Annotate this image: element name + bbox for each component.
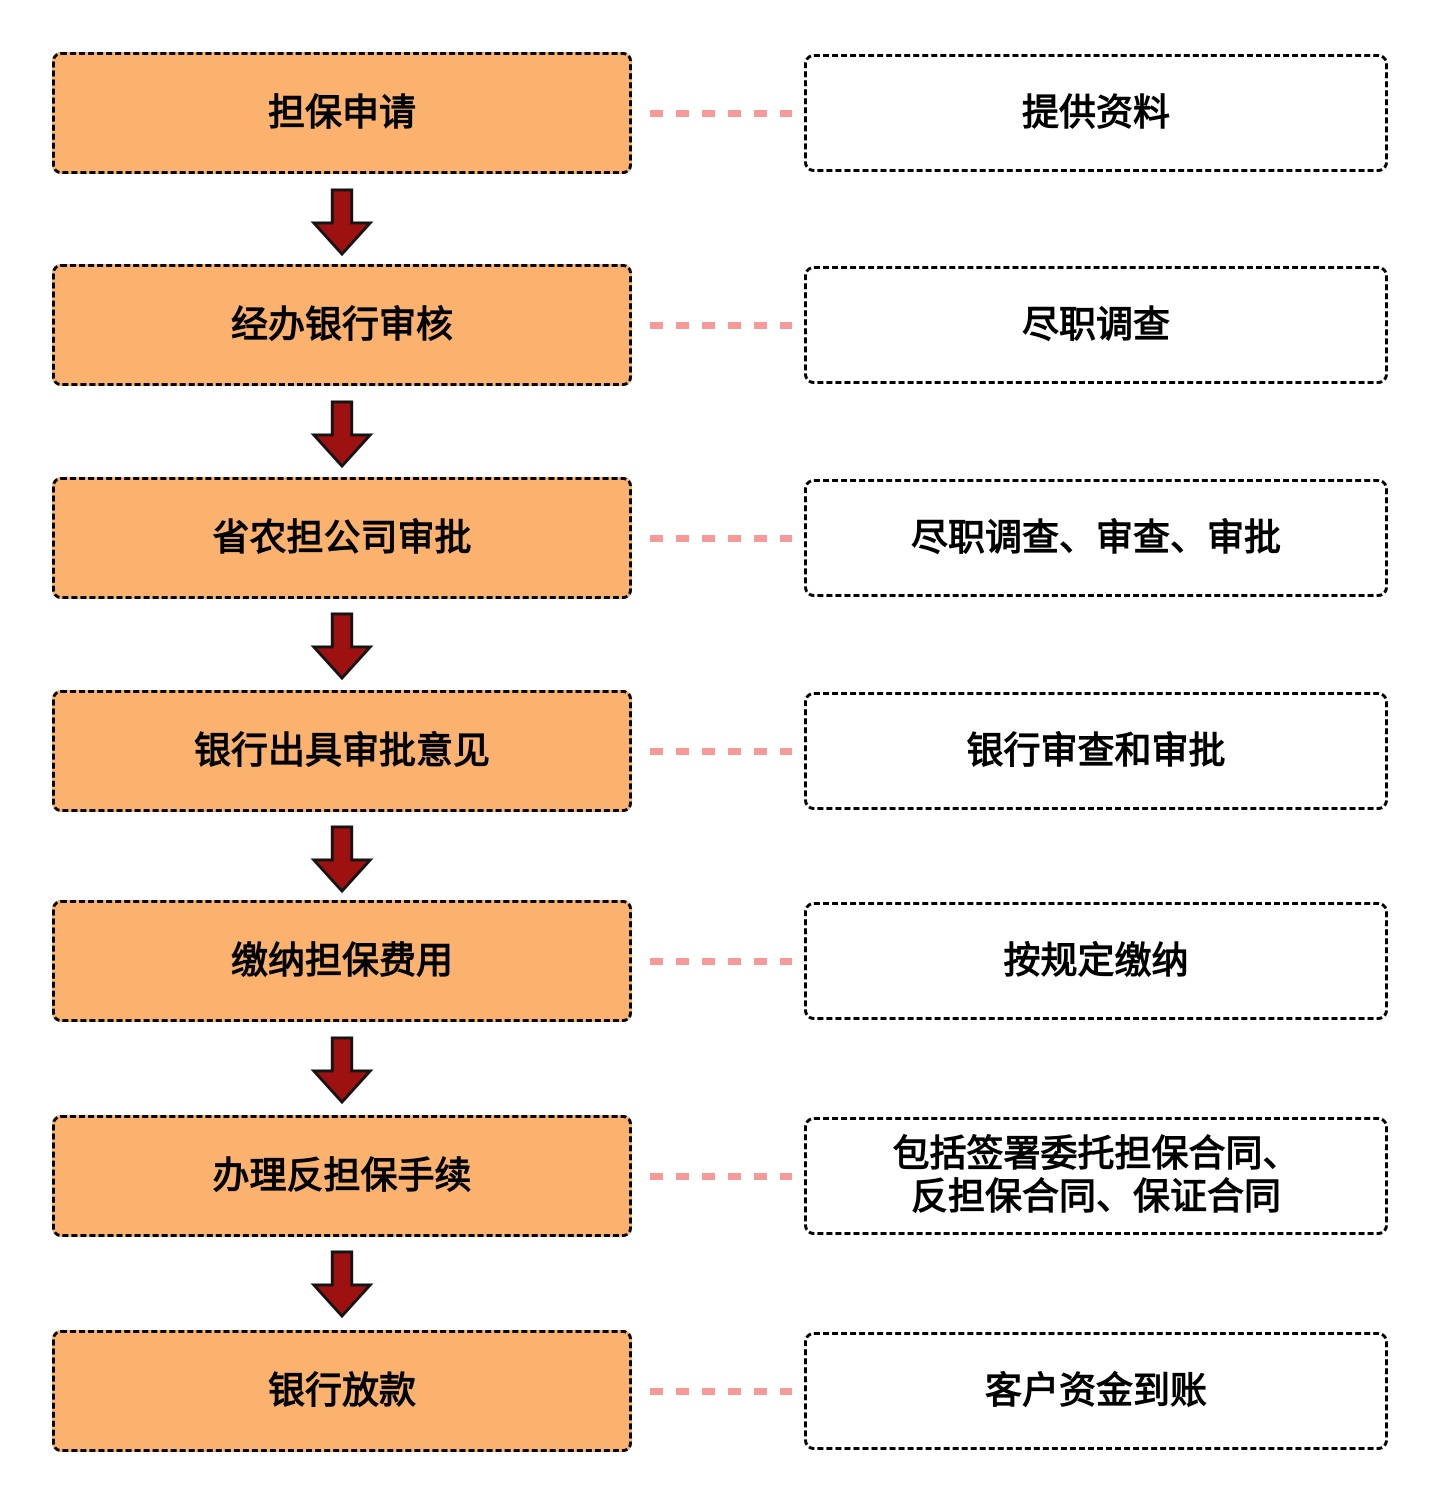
step-box-5: 缴纳担保费用 (52, 900, 632, 1022)
step-box-2: 经办银行审核 (52, 264, 632, 386)
flow-row-1: 担保申请 提供资料 (0, 52, 1438, 174)
note-box-1: 提供资料 (804, 54, 1388, 172)
note-label-3: 尽职调查、审查、审批 (911, 516, 1281, 558)
dashed-connector-6 (650, 1173, 792, 1180)
note-label-2: 尽职调查 (1022, 303, 1170, 345)
dashed-connector-7 (650, 1388, 792, 1395)
note-box-3: 尽职调查、审查、审批 (804, 479, 1388, 597)
step-label-7: 银行放款 (268, 1369, 416, 1411)
down-arrow-icon (310, 188, 374, 256)
step-box-3: 省农担公司审批 (52, 477, 632, 599)
step-box-6: 办理反担保手续 (52, 1115, 632, 1237)
note-box-5: 按规定缴纳 (804, 902, 1388, 1020)
note-label-4: 银行审查和审批 (966, 729, 1226, 771)
note-label-7: 客户资金到账 (985, 1369, 1207, 1411)
down-arrow-icon (310, 612, 374, 680)
flow-row-6: 办理反担保手续 包括签署委托担保合同、反担保合同、保证合同 (0, 1115, 1438, 1237)
flow-row-7: 银行放款 客户资金到账 (0, 1330, 1438, 1452)
note-box-4: 银行审查和审批 (804, 692, 1388, 810)
note-label-5: 按规定缴纳 (1003, 939, 1189, 981)
note-label-1: 提供资料 (1022, 91, 1170, 133)
step-label-4: 银行出具审批意见 (194, 729, 490, 771)
step-label-3: 省农担公司审批 (212, 516, 472, 558)
step-box-7: 银行放款 (52, 1330, 632, 1452)
down-arrow-icon (310, 825, 374, 893)
dashed-connector-2 (650, 322, 792, 329)
note-box-7: 客户资金到账 (804, 1332, 1388, 1450)
flow-row-4: 银行出具审批意见 银行审查和审批 (0, 690, 1438, 812)
down-arrow-icon (310, 1036, 374, 1104)
dashed-connector-3 (650, 535, 792, 542)
step-box-1: 担保申请 (52, 52, 632, 174)
step-label-1: 担保申请 (268, 91, 416, 133)
step-label-5: 缴纳担保费用 (231, 939, 453, 981)
dashed-connector-5 (650, 958, 792, 965)
dashed-connector-4 (650, 748, 792, 755)
flow-row-2: 经办银行审核 尽职调查 (0, 264, 1438, 386)
step-label-6: 办理反担保手续 (212, 1154, 472, 1196)
note-box-6: 包括签署委托担保合同、反担保合同、保证合同 (804, 1117, 1388, 1235)
down-arrow-icon (310, 1250, 374, 1318)
note-box-2: 尽职调查 (804, 266, 1388, 384)
flow-row-5: 缴纳担保费用 按规定缴纳 (0, 900, 1438, 1022)
down-arrow-icon (310, 400, 374, 468)
step-label-2: 经办银行审核 (231, 303, 453, 345)
note-label-6: 包括签署委托担保合同、反担保合同、保证合同 (892, 1133, 1300, 1217)
dashed-connector-1 (650, 110, 792, 117)
step-box-4: 银行出具审批意见 (52, 690, 632, 812)
flow-row-3: 省农担公司审批 尽职调查、审查、审批 (0, 477, 1438, 599)
